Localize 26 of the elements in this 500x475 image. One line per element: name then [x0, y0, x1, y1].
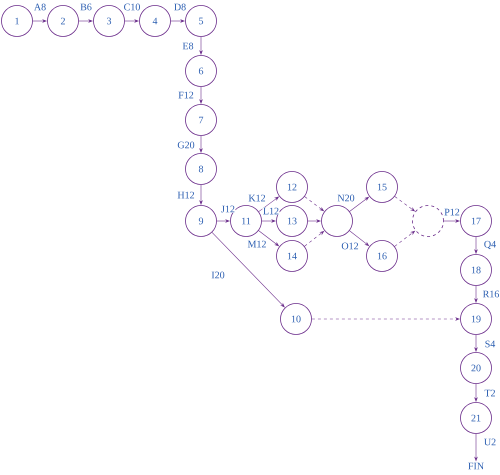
edge-label: D8 [173, 3, 187, 11]
edge-label: C10 [123, 3, 141, 11]
arrow [304, 230, 324, 247]
edge-label: F12 [178, 91, 194, 99]
end-label: FIN [468, 462, 484, 470]
edge-label: P12 [444, 208, 460, 216]
edge-label: K12 [248, 194, 266, 202]
edge-label: B6 [80, 3, 92, 11]
edge-label: M12 [247, 240, 267, 248]
edge-label: E8 [182, 42, 194, 50]
edge-label: H12 [176, 191, 196, 199]
edge-label: O12 [340, 242, 360, 250]
event-circle [321, 205, 353, 237]
edge-label: S4 [484, 340, 496, 348]
edge-label: L12 [262, 207, 280, 215]
edge-label: R16 [482, 290, 500, 298]
edge-label: N20 [336, 194, 356, 202]
edge-label: A8 [33, 3, 47, 11]
edge-label: J12 [220, 205, 236, 213]
edge-label: T2 [484, 389, 496, 397]
edge-label: G20 [176, 141, 196, 149]
edge-label: Q4 [483, 240, 497, 250]
event-circle [412, 205, 444, 237]
edge-label: I20 [210, 271, 226, 279]
edge-label: U2 [483, 438, 497, 446]
arrow [349, 230, 370, 246]
